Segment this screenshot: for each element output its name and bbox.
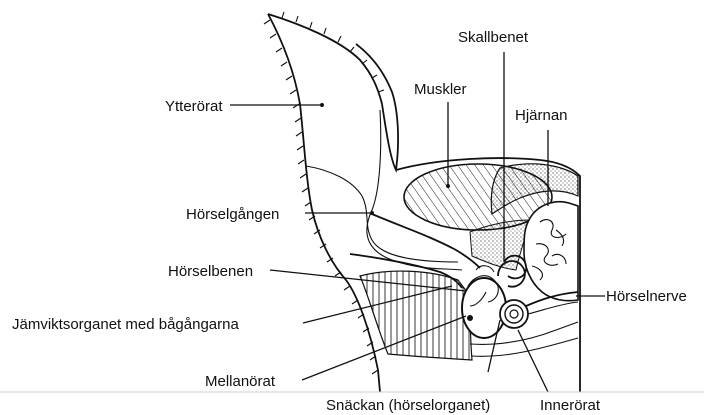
- brain: [524, 202, 578, 301]
- stapes-dot: [467, 315, 473, 321]
- eardrum-cavity: [462, 278, 506, 338]
- label-innerorat: Innerörat: [540, 397, 601, 414]
- leader-innerorat: [518, 330, 548, 392]
- brain-outline: [524, 202, 578, 301]
- label-horselbenen: Hörselbenen: [168, 263, 253, 280]
- label-ytterorat: Ytterörat: [165, 98, 223, 115]
- label-jamviktsorganet: Jämviktsorganet med bågångarna: [12, 316, 239, 333]
- cochlea: [500, 300, 528, 328]
- pinna-hatch-edge: [264, 20, 378, 374]
- label-snackan: Snäckan (hörselorganet): [326, 397, 490, 414]
- label-horselgangen: Hörselgången: [186, 206, 279, 223]
- label-skallbenet: Skallbenet: [458, 29, 529, 46]
- leader-horselgangen-dot: [370, 211, 374, 215]
- auditory-nerve-2: [528, 302, 578, 314]
- middle-ear-hatched: [360, 271, 472, 360]
- labels: Ytterörat Hörselgången Hörselbenen Jämvi…: [12, 29, 687, 414]
- leader-muskler-dot: [446, 184, 450, 188]
- pinna-back-outline: [268, 14, 380, 392]
- label-horselnerve: Hörselnerve: [606, 288, 687, 305]
- label-muskler: Muskler: [414, 81, 467, 98]
- label-hjarnan: Hjärnan: [515, 107, 568, 124]
- label-mellanorat: Mellanörat: [205, 373, 276, 390]
- leader-ytterorat-dot: [320, 103, 324, 107]
